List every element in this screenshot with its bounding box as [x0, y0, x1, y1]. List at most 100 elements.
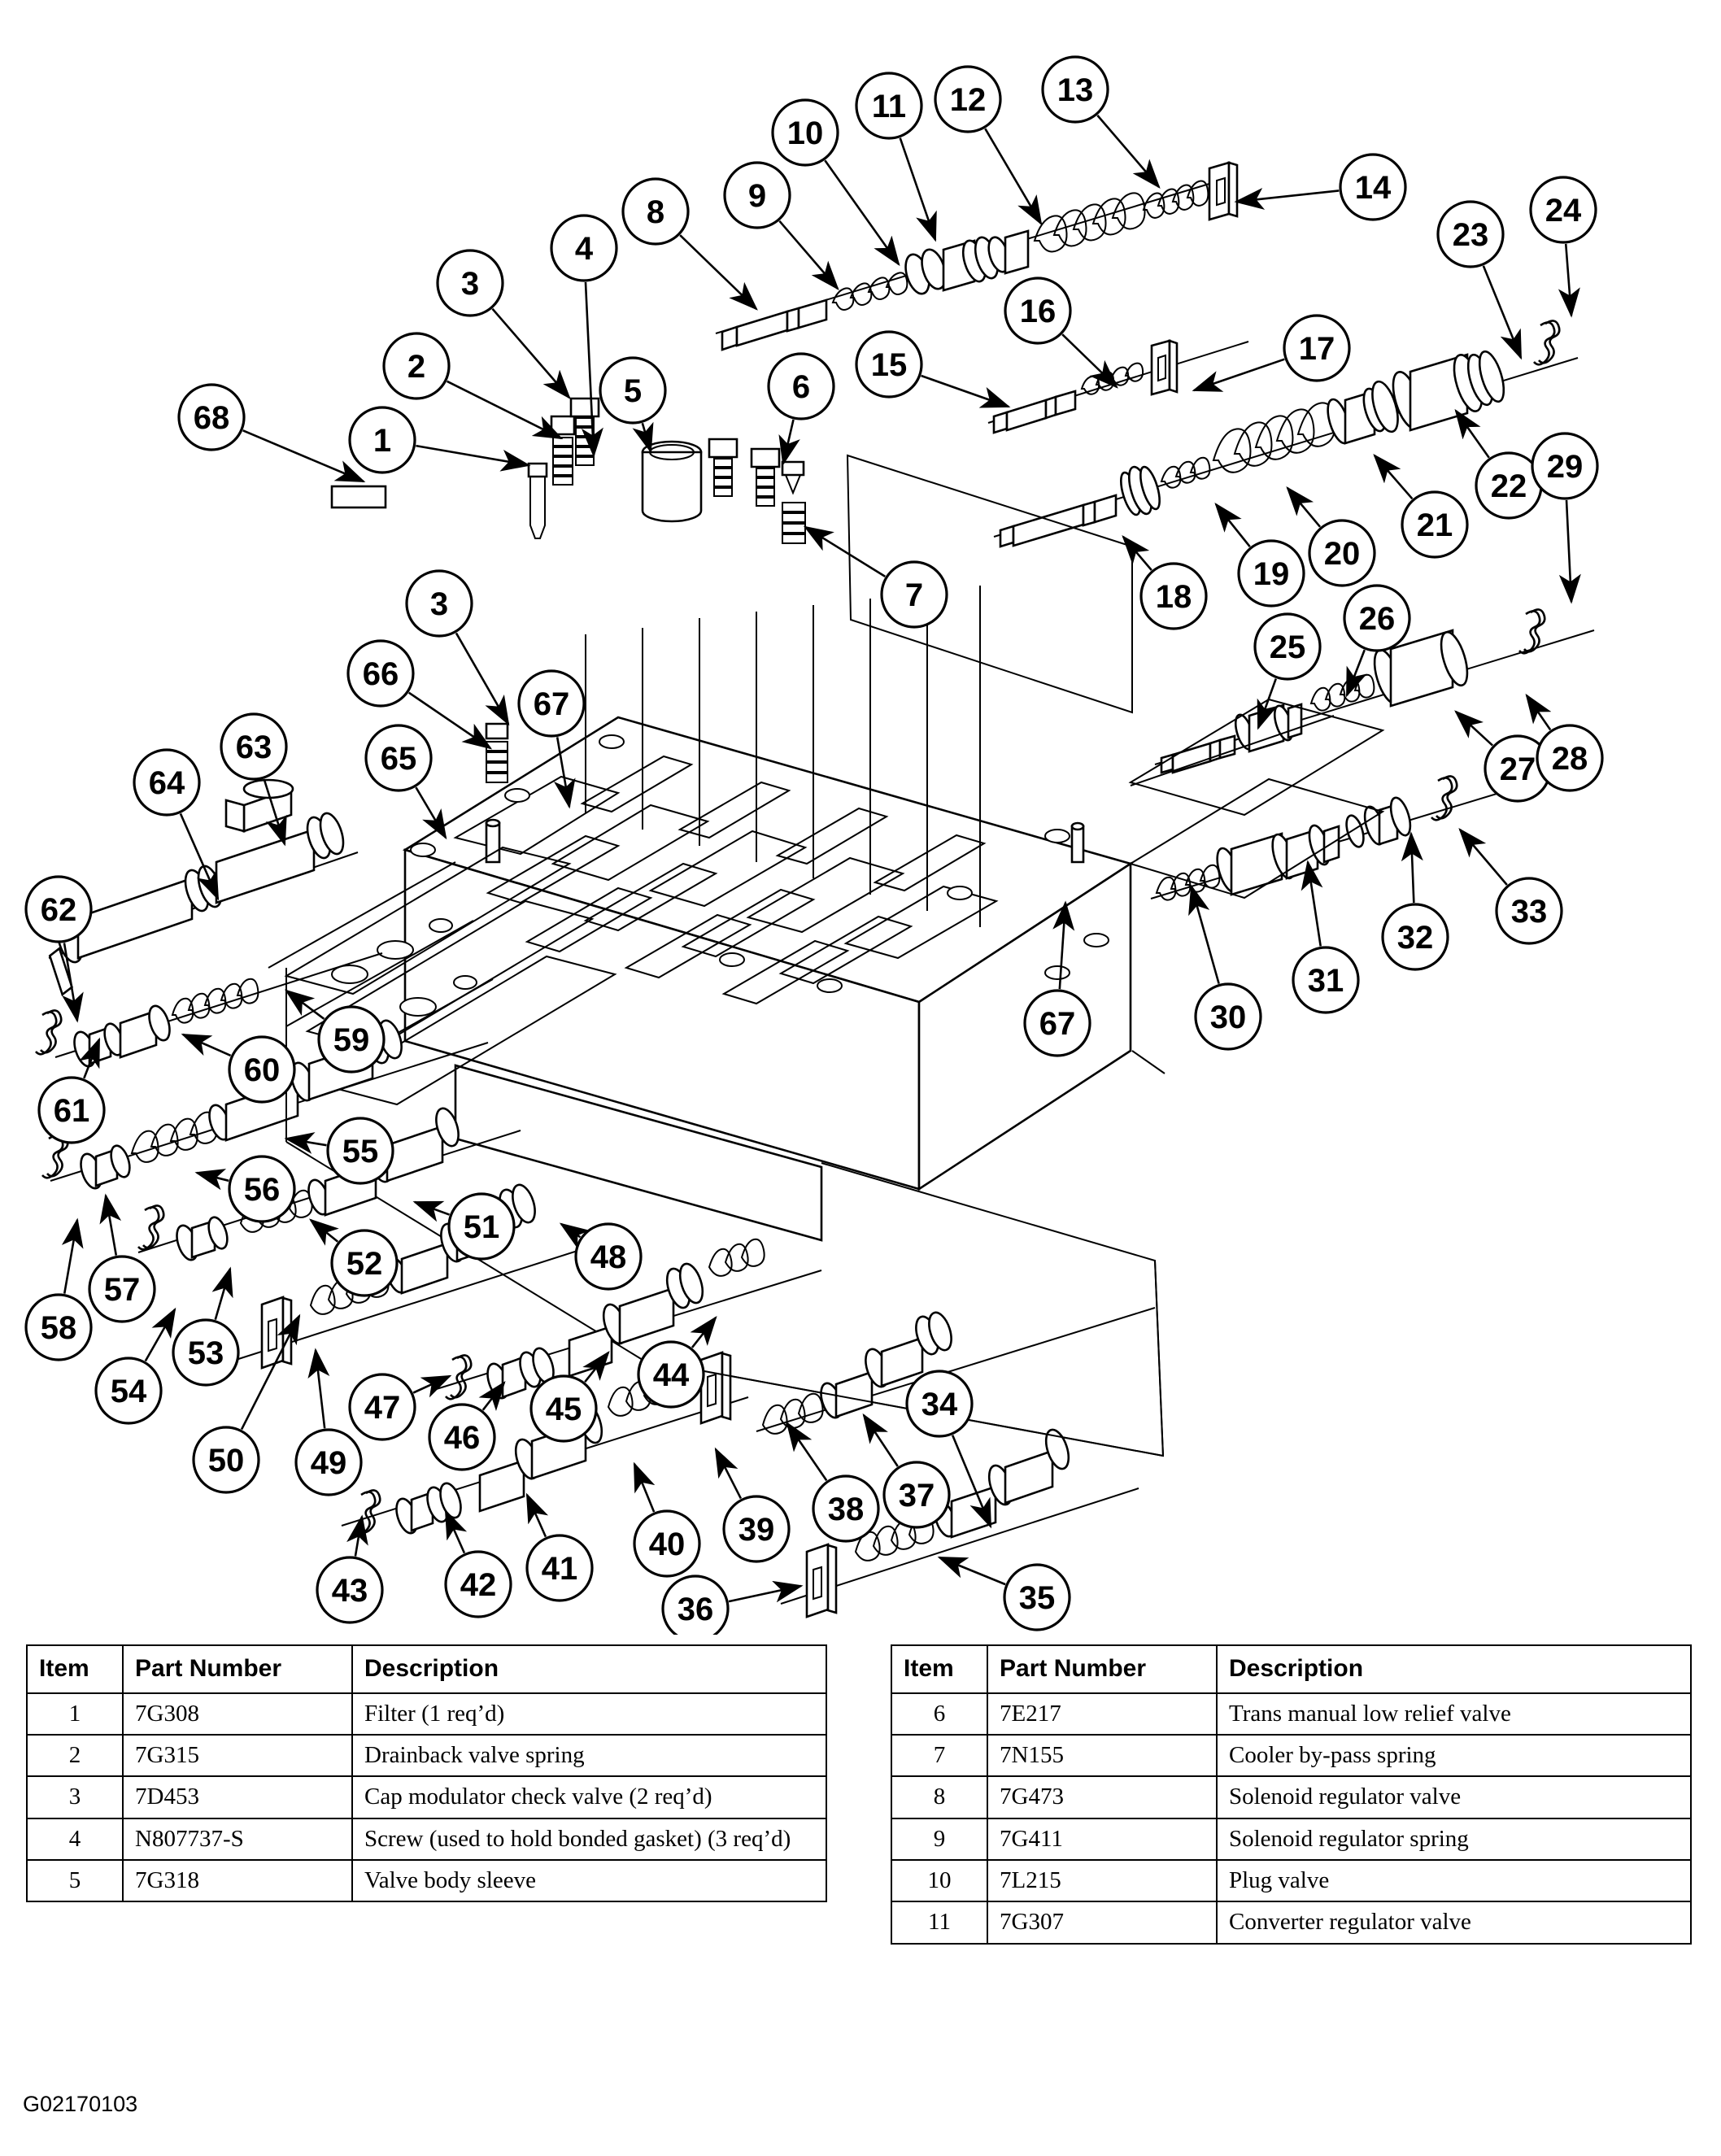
- callout-bubble-57[interactable]: [88, 1255, 156, 1323]
- callout-bubble-26[interactable]: [1343, 584, 1411, 652]
- callout-21[interactable]: 21: [1373, 454, 1469, 559]
- callout-bubble-51[interactable]: [447, 1192, 516, 1261]
- callout-44[interactable]: 44: [637, 1315, 717, 1409]
- callout-54[interactable]: 54: [94, 1307, 176, 1425]
- callout-bubble-10[interactable]: [771, 98, 839, 167]
- callout-bubble-30[interactable]: [1194, 982, 1262, 1051]
- callout-56[interactable]: 56: [194, 1155, 296, 1223]
- callout-50[interactable]: 50: [192, 1313, 301, 1494]
- callout-bubble-48[interactable]: [574, 1222, 643, 1291]
- callout-bubble-12[interactable]: [934, 65, 1002, 133]
- callout-bubble-8[interactable]: [621, 177, 690, 246]
- callout-39[interactable]: 39: [714, 1447, 791, 1563]
- callout-53[interactable]: 53: [172, 1266, 240, 1387]
- callout-bubble-13[interactable]: [1041, 55, 1109, 124]
- callout-bubble-23[interactable]: [1436, 200, 1505, 268]
- callout-6[interactable]: 6: [767, 352, 835, 466]
- callout-68[interactable]: 68: [177, 383, 366, 483]
- callout-bubble-63[interactable]: [220, 712, 288, 781]
- callout-bubble-1[interactable]: [348, 406, 416, 474]
- callout-bubble-47[interactable]: [348, 1373, 416, 1441]
- callout-bubble-3[interactable]: [405, 569, 473, 638]
- callout-bubble-21[interactable]: [1401, 490, 1469, 559]
- callout-bubble-64[interactable]: [133, 748, 201, 817]
- callout-bubble-67[interactable]: [1023, 989, 1091, 1057]
- callout-16[interactable]: 16: [1004, 277, 1118, 389]
- callout-bubble-39[interactable]: [722, 1495, 791, 1563]
- callout-20[interactable]: 20: [1286, 486, 1376, 587]
- callout-9[interactable]: 9: [723, 161, 839, 290]
- callout-58[interactable]: 58: [24, 1217, 93, 1361]
- callout-bubble-52[interactable]: [330, 1229, 399, 1297]
- callout-51[interactable]: 51: [412, 1192, 516, 1261]
- callout-45[interactable]: 45: [529, 1350, 610, 1443]
- callout-8[interactable]: 8: [621, 177, 758, 311]
- callout-67[interactable]: 67: [517, 669, 586, 809]
- callout-bubble-29[interactable]: [1531, 432, 1599, 500]
- callout-24[interactable]: 24: [1529, 176, 1597, 318]
- callout-bubble-41[interactable]: [525, 1534, 594, 1602]
- callout-bubble-37[interactable]: [882, 1461, 951, 1529]
- callout-bubble-35[interactable]: [1003, 1563, 1071, 1631]
- callout-bubble-56[interactable]: [228, 1155, 296, 1223]
- callout-25[interactable]: 25: [1253, 612, 1322, 730]
- callout-bubble-28[interactable]: [1536, 724, 1604, 792]
- callout-46[interactable]: 46: [428, 1380, 506, 1471]
- callout-36[interactable]: 36: [661, 1575, 804, 1635]
- callout-bubble-38[interactable]: [812, 1474, 880, 1543]
- callout-52[interactable]: 52: [308, 1218, 399, 1297]
- callout-41[interactable]: 41: [525, 1492, 594, 1602]
- callout-bubble-55[interactable]: [326, 1117, 394, 1185]
- callout-bubble-46[interactable]: [428, 1403, 496, 1471]
- callout-3[interactable]: 3: [436, 249, 571, 399]
- callout-29[interactable]: 29: [1531, 432, 1599, 604]
- callout-38[interactable]: 38: [786, 1421, 880, 1543]
- callout-bubble-44[interactable]: [637, 1340, 705, 1409]
- callout-bubble-4[interactable]: [550, 214, 618, 282]
- callout-bubble-16[interactable]: [1004, 277, 1072, 345]
- callout-bubble-5[interactable]: [599, 356, 667, 425]
- callout-bubble-3[interactable]: [436, 249, 504, 317]
- callout-13[interactable]: 13: [1041, 55, 1161, 189]
- callout-42[interactable]: 42: [444, 1509, 512, 1618]
- callout-35[interactable]: 35: [937, 1556, 1071, 1631]
- callout-bubble-43[interactable]: [316, 1556, 384, 1624]
- callout-bubble-42[interactable]: [444, 1550, 512, 1618]
- callout-bubble-33[interactable]: [1495, 877, 1563, 945]
- callout-bubble-58[interactable]: [24, 1293, 93, 1361]
- callout-bubble-34[interactable]: [905, 1370, 974, 1438]
- callout-bubble-36[interactable]: [661, 1575, 730, 1635]
- callout-15[interactable]: 15: [855, 330, 1011, 408]
- callout-12[interactable]: 12: [934, 65, 1043, 226]
- callout-17[interactable]: 17: [1192, 314, 1351, 392]
- callout-49[interactable]: 49: [294, 1348, 363, 1496]
- callout-bubble-49[interactable]: [294, 1428, 363, 1496]
- callout-10[interactable]: 10: [771, 98, 900, 267]
- callout-bubble-50[interactable]: [192, 1426, 260, 1494]
- callout-bubble-15[interactable]: [855, 330, 923, 399]
- callout-61[interactable]: 61: [37, 1037, 106, 1144]
- callout-bubble-65[interactable]: [364, 724, 433, 792]
- callout-7[interactable]: 7: [803, 525, 948, 629]
- callout-63[interactable]: 63: [220, 712, 288, 847]
- callout-59[interactable]: 59: [284, 989, 386, 1074]
- callout-bubble-62[interactable]: [24, 875, 93, 943]
- callout-67[interactable]: 67: [1023, 900, 1091, 1057]
- callout-23[interactable]: 23: [1436, 200, 1523, 360]
- callout-bubble-24[interactable]: [1529, 176, 1597, 244]
- callout-bubble-31[interactable]: [1292, 946, 1360, 1014]
- callout-55[interactable]: 55: [284, 1117, 394, 1185]
- callout-1[interactable]: 1: [348, 406, 531, 474]
- callout-3[interactable]: 3: [405, 569, 510, 726]
- callout-bubble-45[interactable]: [529, 1374, 598, 1443]
- callout-4[interactable]: 4: [550, 214, 618, 458]
- callout-14[interactable]: 14: [1234, 153, 1407, 221]
- callout-47[interactable]: 47: [348, 1373, 452, 1441]
- callout-bubble-61[interactable]: [37, 1076, 106, 1144]
- callout-65[interactable]: 65: [364, 724, 447, 840]
- callout-64[interactable]: 64: [133, 748, 220, 901]
- callout-31[interactable]: 31: [1292, 860, 1360, 1014]
- callout-bubble-18[interactable]: [1139, 562, 1208, 630]
- callout-19[interactable]: 19: [1214, 502, 1305, 608]
- callout-bubble-53[interactable]: [172, 1318, 240, 1387]
